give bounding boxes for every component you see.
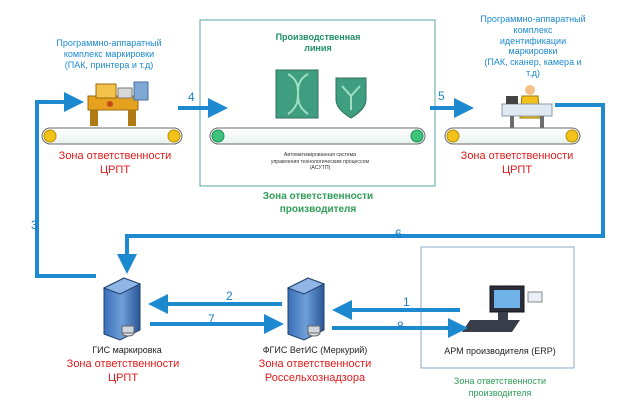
flow-label-8: 8 (397, 319, 404, 333)
arm-workstation-icon (462, 285, 543, 332)
gis-label: ГИС маркировка (92, 345, 162, 355)
producer-zone-frame (420, 246, 575, 369)
zone-rsn: Зона ответственности Россельхознадзора (258, 358, 372, 384)
fgis-server-icon (286, 277, 326, 341)
conveyor-middle (209, 127, 426, 145)
flow-label-3: 3 (31, 218, 38, 232)
gis-server-icon (102, 277, 142, 341)
flow-label-2: 2 (226, 289, 233, 303)
conveyor-right (444, 127, 581, 145)
conveyor-left (41, 127, 183, 145)
acs-tp-label: Автоматизированная система управления те… (270, 152, 370, 171)
pak-marking-label: Программно-аппаратный комплекс маркировк… (56, 38, 162, 70)
identification-operator-icon (501, 85, 553, 128)
zone-producer-bottom: Зона ответственности производителя (453, 376, 547, 398)
flow-label-5: 5 (438, 89, 445, 103)
dna-product-icon (275, 69, 319, 119)
zone-crpt-right: Зона ответственности ЦРПТ (460, 150, 574, 176)
pak-identification-label: Программно-аппаратный комплекс идентифик… (480, 14, 586, 78)
flow-arrow-3 (35, 92, 96, 278)
flow-label-1: 1 (403, 295, 410, 309)
fgis-label: ФГИС ВетИС (Меркурий) (262, 345, 368, 355)
zone-crpt-left: Зона ответственности ЦРПТ (58, 150, 172, 176)
flow-label-4: 4 (188, 90, 195, 104)
zone-crpt-bottom: Зона ответственности ЦРПТ (66, 358, 180, 384)
production-line-frame (199, 19, 436, 187)
flow-label-6: 6 (395, 227, 402, 241)
flow-label-7: 7 (208, 312, 215, 326)
arm-label: АРМ производителя (ERP) (444, 346, 556, 356)
marking-machine-icon (87, 81, 149, 126)
production-line-title: Производственная линия (275, 32, 361, 53)
shield-product-icon (335, 77, 367, 119)
flow-arrow-6 (117, 103, 605, 274)
zone-producer-top: Зона ответственности производителя (262, 191, 374, 215)
